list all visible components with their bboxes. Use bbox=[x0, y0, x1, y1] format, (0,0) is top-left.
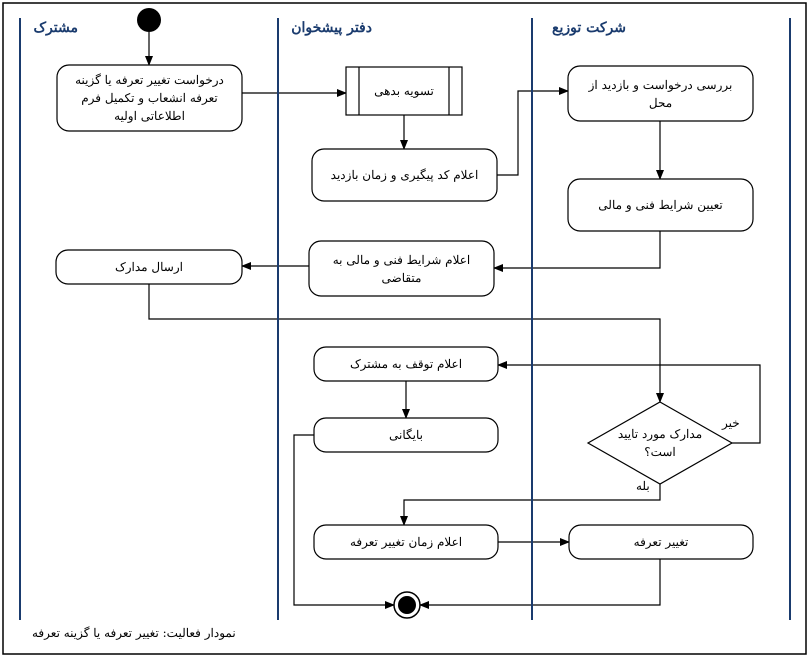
end-node-core bbox=[398, 596, 416, 614]
edge-send-decision bbox=[148, 284, 664, 403]
edge-label-yes: بله bbox=[636, 479, 650, 493]
decision-diamond bbox=[586, 401, 734, 485]
announce-stop-box bbox=[313, 346, 499, 382]
change-tariff-box bbox=[568, 524, 754, 560]
start-node bbox=[137, 8, 161, 32]
announce-stop-node: اعلام توقف به مشترک bbox=[349, 357, 463, 371]
announce-conditions-node: اعلام شرایط فنی و مالی به متقاضی bbox=[332, 252, 471, 285]
set-conditions-node: تعیین شرایط فنی و مالی bbox=[598, 198, 723, 212]
request-change-box bbox=[56, 64, 243, 132]
request-change-node: درخواست تغییر تعرفه یا گزینه تعرفه انشعا… bbox=[75, 73, 224, 123]
send-documents-box bbox=[55, 249, 243, 285]
announce-tracking-node: اعلام کد پیگیری و زمان بازدید bbox=[330, 168, 479, 182]
set-conditions-box bbox=[567, 178, 754, 232]
archive-box bbox=[313, 417, 499, 453]
review-visit-box bbox=[567, 65, 754, 122]
edge-decision-stop bbox=[497, 361, 761, 444]
edge-archive-end bbox=[293, 434, 395, 609]
lane-title-subscriber: مشترک bbox=[33, 20, 78, 36]
decision-docs-node: مدارک مورد تایید است؟ bbox=[617, 427, 703, 459]
debt-settlement-box bbox=[345, 66, 463, 116]
announce-conditions-box bbox=[308, 240, 495, 297]
edge-label-no: خیر bbox=[722, 416, 740, 430]
lane-title-distribution: شرکت توزیع bbox=[552, 20, 626, 36]
announce-change-time-box bbox=[313, 524, 499, 560]
send-documents-node: ارسال مدارک bbox=[115, 260, 183, 274]
edge-tracking-review bbox=[497, 87, 569, 176]
archive-node: بایگانی bbox=[389, 428, 423, 442]
edge-change-end bbox=[419, 559, 661, 609]
lane-title-front-office: دفتر پیشخوان bbox=[291, 20, 372, 36]
review-visit-node: بررسی درخواست و بازدید از محل bbox=[588, 77, 733, 110]
diagram-caption: نمودار فعالیت: تغییر تعرفه یا گزینه تعرف… bbox=[32, 626, 236, 640]
announce-tracking-box bbox=[311, 148, 498, 202]
debt-settlement-node: تسویه بدهی bbox=[374, 84, 434, 98]
edge-conditions-announce bbox=[493, 231, 661, 272]
change-tariff-node: تغییر تعرفه bbox=[633, 535, 689, 549]
announce-change-time-node: اعلام زمان تغییر تعرفه bbox=[349, 535, 463, 549]
